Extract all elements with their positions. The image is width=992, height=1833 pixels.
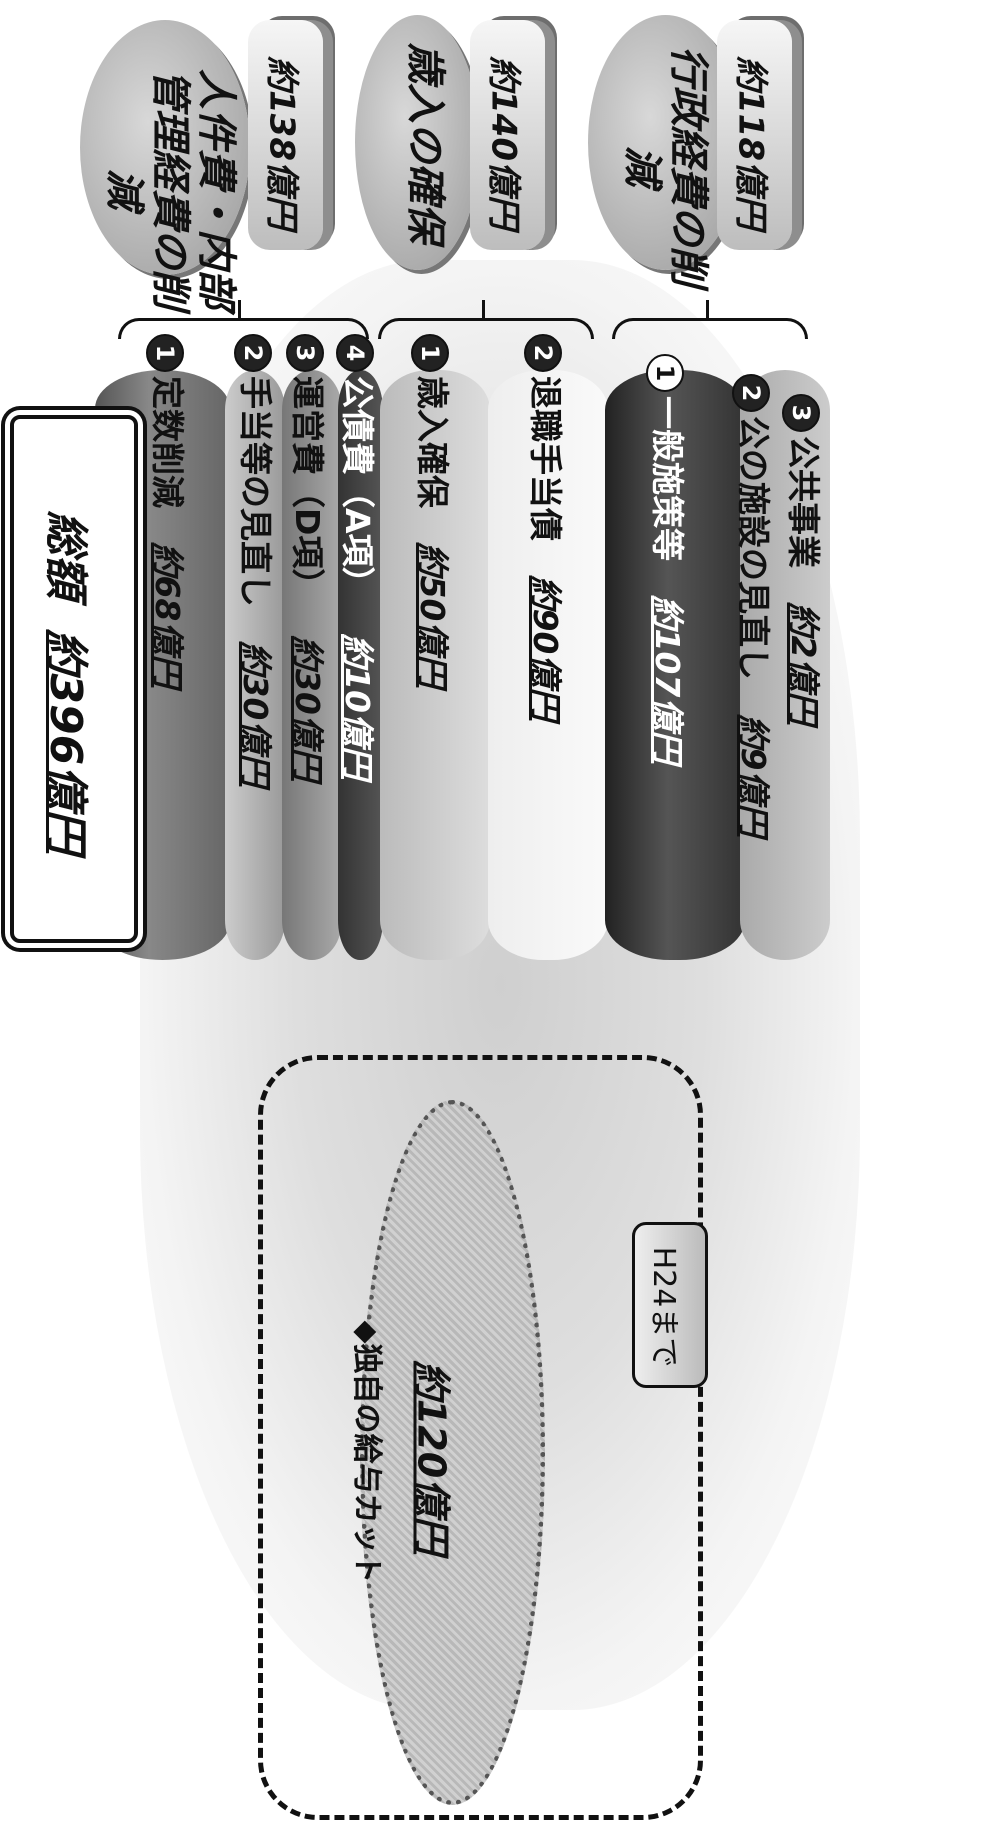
item-number-badge: 1: [646, 354, 685, 392]
group-amount-3: 約118億円: [730, 56, 771, 229]
deadline-tag: [632, 1222, 708, 1388]
item-label: 定数削減: [148, 376, 187, 508]
cylinder-band-4: [338, 370, 383, 960]
item-amount: 約90億円: [526, 575, 565, 721]
cylinder-band-6: [488, 370, 608, 960]
group-ellipse-2: [355, 15, 480, 270]
salary-cut-dashed-box: [258, 1055, 703, 1820]
item-number-badge: 1: [146, 334, 185, 372]
item-kou-shisetsu: 2 公の施設の見直し 約9億円: [732, 374, 780, 994]
group-title-1: 人件費・内部管理経費の削減: [101, 69, 239, 309]
cylinder-band-8: [740, 370, 830, 960]
item-number-badge: 2: [234, 334, 273, 372]
cylinder-band-7: [605, 370, 745, 960]
item-label: 歳入確保: [413, 376, 452, 508]
item-ippan-shisaku: 1 一般施策等 約107億円: [646, 354, 694, 974]
total-title: 総額: [40, 510, 91, 599]
item-number-badge: 3: [286, 334, 325, 372]
item-teisu-sakugen: 1 定数削減 約68億円: [146, 334, 194, 954]
brace-3-tip: [706, 300, 709, 318]
item-amount: 約30億円: [288, 635, 327, 781]
item-label: 公債費（A項）: [338, 376, 377, 600]
group-amount-1: 約138億円: [261, 56, 302, 229]
group-amount-2: 約140億円: [483, 56, 524, 229]
salary-cut-amount: 約120億円: [409, 1360, 454, 1555]
item-amount: 約50億円: [413, 542, 452, 688]
item-uneihi: 3 運営費（D項） 約30億円: [286, 334, 334, 954]
total-box: [10, 415, 138, 943]
item-sainyu-kakuho: 1 歳入確保 約50億円: [411, 334, 459, 954]
group-title-2: 歳入の確保: [402, 43, 448, 243]
item-amount: 約107億円: [648, 595, 687, 764]
salary-cut-oval: [360, 1100, 545, 1805]
item-amount: 約30億円: [236, 641, 275, 787]
group-ellipse-1: [80, 20, 250, 275]
item-label: 一般施策等: [648, 396, 687, 561]
item-label: 退職手当債: [526, 376, 565, 541]
total-amount: 約396億円: [40, 629, 91, 854]
item-label: 公の施設の見直し: [734, 416, 773, 680]
item-number-badge: 1: [411, 334, 450, 372]
item-number-badge: 4: [336, 334, 375, 372]
brace-2-tip: [482, 300, 485, 318]
item-koukyou-jigyou: 3 公共事業 約2億円: [782, 394, 830, 1014]
group-amount-pill-3: [717, 20, 792, 250]
item-amount: 約68億円: [148, 542, 187, 688]
item-teate-minaoshi: 2 手当等の見直し 約30億円: [234, 334, 282, 954]
deadline-label: H24まで: [646, 1246, 681, 1368]
item-number-badge: 2: [732, 374, 771, 412]
item-label: 手当等の見直し: [236, 376, 275, 607]
item-kousaihi: 4 公債費（A項） 約10億円: [336, 334, 384, 954]
group-amount-pill-1: [248, 20, 323, 250]
item-label: 運営費（D項）: [288, 376, 327, 602]
item-number-badge: 3: [782, 394, 821, 432]
item-amount: 約9億円: [734, 714, 773, 837]
item-label: 公共事業: [784, 436, 823, 568]
cylinder-band-2: [225, 370, 285, 960]
item-taishoku-teatesai: 2 退職手当債 約90億円: [524, 334, 572, 954]
salary-cut-label: ◆独自の給与カット: [349, 1320, 384, 1584]
group-amount-pill-2: [470, 20, 545, 250]
brace-3: [612, 318, 808, 339]
brace-1-tip: [238, 300, 241, 318]
group-title-3: 行政経費の削減: [619, 46, 711, 286]
item-number-badge: 2: [524, 334, 563, 372]
cylinder-band-3: [282, 370, 342, 960]
cylinder-band-5: [380, 370, 490, 960]
item-amount: 約10億円: [338, 634, 377, 779]
total-label: 総額 約396億円: [38, 432, 102, 932]
item-amount: 約2億円: [784, 602, 823, 725]
